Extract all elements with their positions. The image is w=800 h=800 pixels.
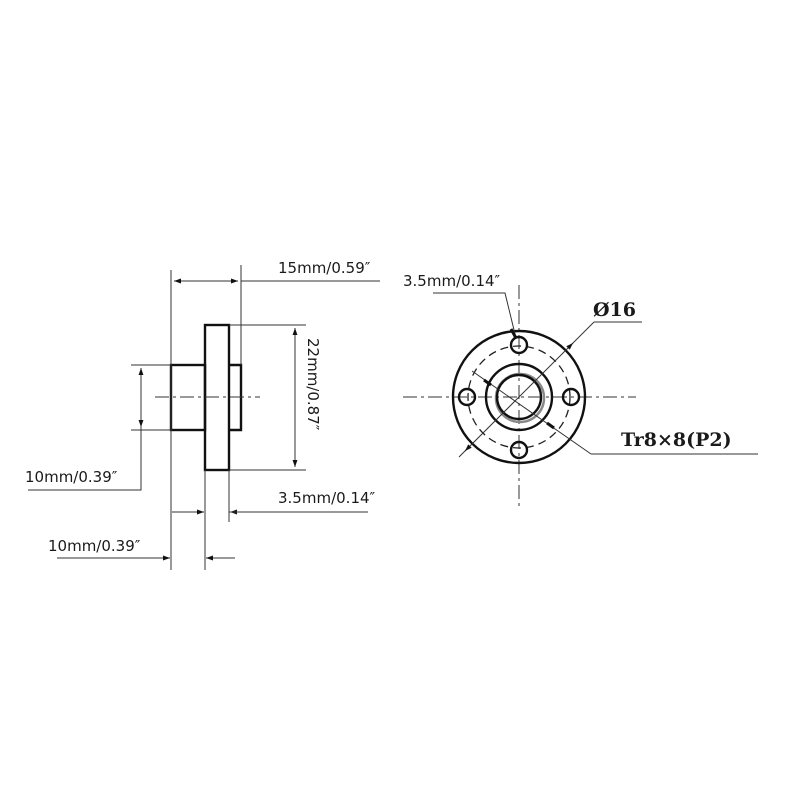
dim-hub-diameter: 10mm/0.39″ xyxy=(25,364,171,491)
dim-thread: Tr8×8(P2) xyxy=(471,370,758,455)
label-overall-length: 15mm/0.59″ xyxy=(278,259,371,277)
dim-flange-thickness: 3.5mm/0.14″ xyxy=(172,470,376,570)
mounting-hole-right xyxy=(561,387,581,407)
dim-hub-length: 10mm/0.39″ xyxy=(48,537,235,561)
bore-circle xyxy=(495,373,543,421)
flange-outer-circle xyxy=(451,329,587,465)
hub-circle xyxy=(484,362,554,432)
label-flange-thickness: 3.5mm/0.14″ xyxy=(278,489,376,507)
label-flange-diameter: 22mm/0.87″ xyxy=(304,338,322,431)
label-hub-diameter: 10mm/0.39″ xyxy=(25,468,118,486)
dim-bolt-circle: Ø16 xyxy=(458,299,642,458)
label-thread: Tr8×8(P2) xyxy=(621,429,732,451)
dim-flange-diameter: 22mm/0.87″ xyxy=(229,324,322,471)
mounting-hole-bottom xyxy=(509,440,529,460)
dim-mounting-hole: 3.5mm/0.14″ xyxy=(403,272,518,339)
dim-overall-length: 15mm/0.59″ xyxy=(170,259,380,570)
mounting-hole-left xyxy=(457,387,477,407)
bolt-circle xyxy=(467,345,571,449)
mounting-hole-top xyxy=(509,335,529,355)
label-bolt-circle: Ø16 xyxy=(593,299,636,321)
side-view: 15mm/0.59″ 22mm/0.87″ 10mm/0.39″ 3.5mm/0… xyxy=(25,259,380,570)
front-view: 3.5mm/0.14″ Ø16 Tr8×8(P2) xyxy=(403,272,758,510)
label-hub-length: 10mm/0.39″ xyxy=(48,537,141,555)
label-mounting-hole: 3.5mm/0.14″ xyxy=(403,272,501,290)
mounting-holes xyxy=(457,335,581,460)
